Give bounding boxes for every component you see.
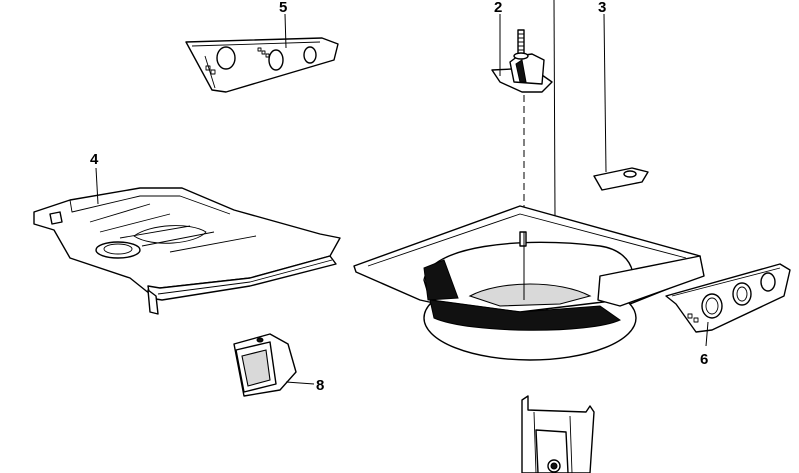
part-2-stud-bracket[interactable] (491, 29, 553, 93)
part-8-box-bracket[interactable] (233, 333, 297, 397)
callout-4: 4 (90, 151, 99, 168)
lower-bracket[interactable] (521, 395, 595, 473)
callout-8: 8 (316, 377, 324, 394)
callout-3: 3 (598, 0, 606, 16)
callout-5: 5 (279, 0, 287, 16)
callout-6: 6 (700, 351, 708, 368)
part-5-gusset-plate[interactable] (185, 37, 339, 93)
callout-2: 2 (494, 0, 502, 16)
part-4-floor-pan[interactable] (33, 187, 341, 315)
part-6-gusset-plate[interactable] (665, 263, 791, 333)
part-3-tab-plate[interactable] (593, 167, 649, 191)
part-1-spare-wheel-well[interactable] (353, 205, 705, 361)
